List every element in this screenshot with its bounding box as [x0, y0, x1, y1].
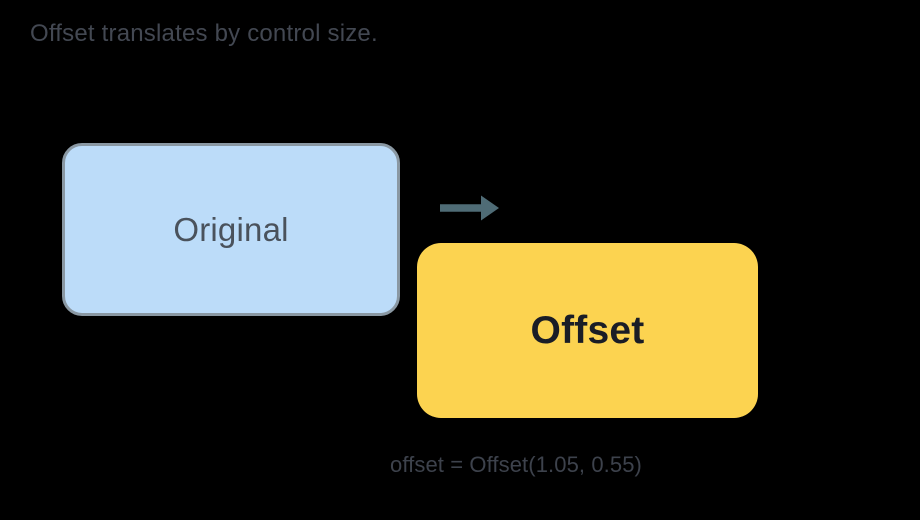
offset-box: Offset — [417, 243, 758, 418]
original-box-label: Original — [173, 210, 289, 248]
offset-box-label: Offset — [530, 308, 645, 352]
page-title: Offset translates by control size. — [30, 20, 378, 47]
arrow-right-glyph — [440, 195, 499, 221]
arrow-right-icon — [437, 190, 503, 226]
offset-code-caption: offset = Offset(1.05, 0.55) — [390, 452, 642, 477]
original-box: Original — [62, 143, 400, 316]
